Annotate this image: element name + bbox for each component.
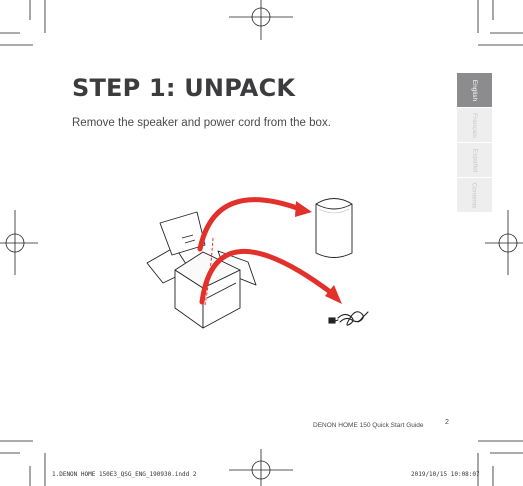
page-title: STEP 1: UNPACK [72, 74, 296, 102]
open-box-icon [146, 211, 257, 329]
tab-label: Español [471, 148, 478, 172]
dashed-path [204, 237, 214, 306]
unpack-illustration [146, 197, 369, 329]
tab-francais[interactable]: Français [457, 108, 492, 143]
power-cord-icon [328, 311, 369, 326]
tab-label: English [470, 79, 478, 101]
tab-contents[interactable]: Contents [457, 178, 492, 213]
tab-espanol[interactable]: Español [457, 143, 492, 178]
speaker-icon [315, 198, 353, 258]
page-number: 2 [445, 419, 449, 426]
print-slug-datetime: 2019/10/15 10:08:07 [411, 471, 480, 478]
instruction-text: Remove the speaker and power cord from t… [72, 117, 331, 129]
red-arrow-icon [197, 197, 336, 305]
tab-label: Français [471, 112, 478, 138]
language-tabs: English Français Español Contents [457, 73, 492, 213]
print-slug-filename: 1.DENON HOME 150E3_QSG_ENG_190930.indd 2 [52, 471, 197, 478]
tab-label: Contents [471, 181, 478, 209]
footer-guide-name: DENON HOME 150 Quick Start Guide [313, 422, 424, 429]
tab-english[interactable]: English [457, 73, 492, 108]
arrow-head-icon [295, 201, 342, 304]
